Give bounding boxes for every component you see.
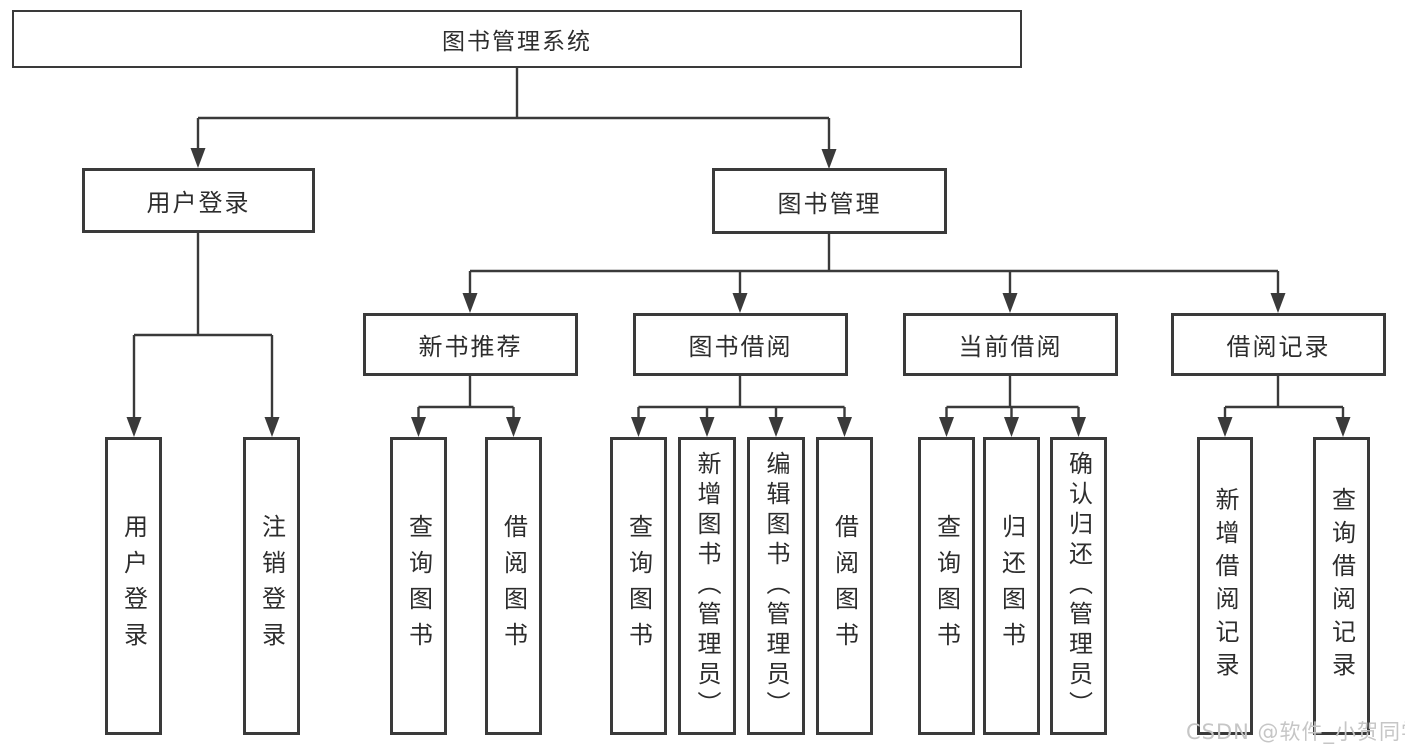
leaf-label: 查询图书 [932, 514, 961, 658]
leaf-logout-login: 注销登录 [243, 437, 300, 735]
leaf-query-borrow-record: 查询借阅记录 [1313, 437, 1370, 735]
leaf-query-books-recommend: 查询图书 [390, 437, 447, 735]
leaf-label: 用户登录 [119, 514, 148, 658]
leaf-return-books: 归还图书 [983, 437, 1040, 735]
node-current-borrowing: 当前借阅 [903, 313, 1118, 376]
leaf-label: 注销登录 [257, 514, 286, 658]
leaf-add-books-admin: 新增图书（管理员） [678, 437, 736, 735]
node-label: 图书管理系统 [442, 29, 592, 55]
node-label: 新书推荐 [418, 333, 523, 361]
leaf-label: 编辑图书（管理员） [762, 451, 790, 721]
node-label: 图书管理 [777, 189, 882, 218]
csdn-watermark: CSDN @软件_小贺同学 [1186, 720, 1405, 744]
node-new-book-recommendation: 新书推荐 [363, 313, 578, 376]
node-label: 当前借阅 [958, 333, 1063, 361]
node-library-management-system: 图书管理系统 [12, 10, 1022, 68]
leaf-label: 确认归还（管理员） [1064, 451, 1093, 721]
leaf-label: 新增借阅记录 [1211, 487, 1239, 685]
connector-lines [132, 68, 1345, 420]
node-borrowing-records: 借阅记录 [1171, 313, 1386, 376]
leaf-query-books-borrow: 查询图书 [610, 437, 667, 735]
leaf-add-borrow-record: 新增借阅记录 [1197, 437, 1253, 735]
leaf-borrow-books: 借阅图书 [816, 437, 873, 735]
leaf-label: 归还图书 [997, 514, 1026, 658]
leaf-label: 借阅图书 [499, 514, 528, 658]
node-label: 用户登录 [146, 189, 251, 217]
node-book-management: 图书管理 [712, 168, 947, 234]
node-user-login: 用户登录 [82, 168, 315, 233]
node-book-borrowing: 图书借阅 [633, 313, 848, 376]
leaf-label: 查询图书 [404, 514, 433, 658]
leaf-query-books-current: 查询图书 [918, 437, 975, 735]
leaf-edit-books-admin: 编辑图书（管理员） [747, 437, 805, 735]
leaf-user-login: 用户登录 [105, 437, 162, 735]
leaf-label: 借阅图书 [830, 514, 859, 658]
leaf-confirm-return-admin: 确认归还（管理员） [1050, 437, 1107, 735]
leaf-label: 新增图书（管理员） [693, 451, 721, 721]
node-label: 图书借阅 [688, 333, 793, 361]
leaf-label: 查询图书 [624, 514, 653, 658]
node-label: 借阅记录 [1226, 333, 1331, 361]
leaf-borrow-books-recommend: 借阅图书 [485, 437, 542, 735]
leaf-label: 查询借阅记录 [1327, 487, 1356, 685]
